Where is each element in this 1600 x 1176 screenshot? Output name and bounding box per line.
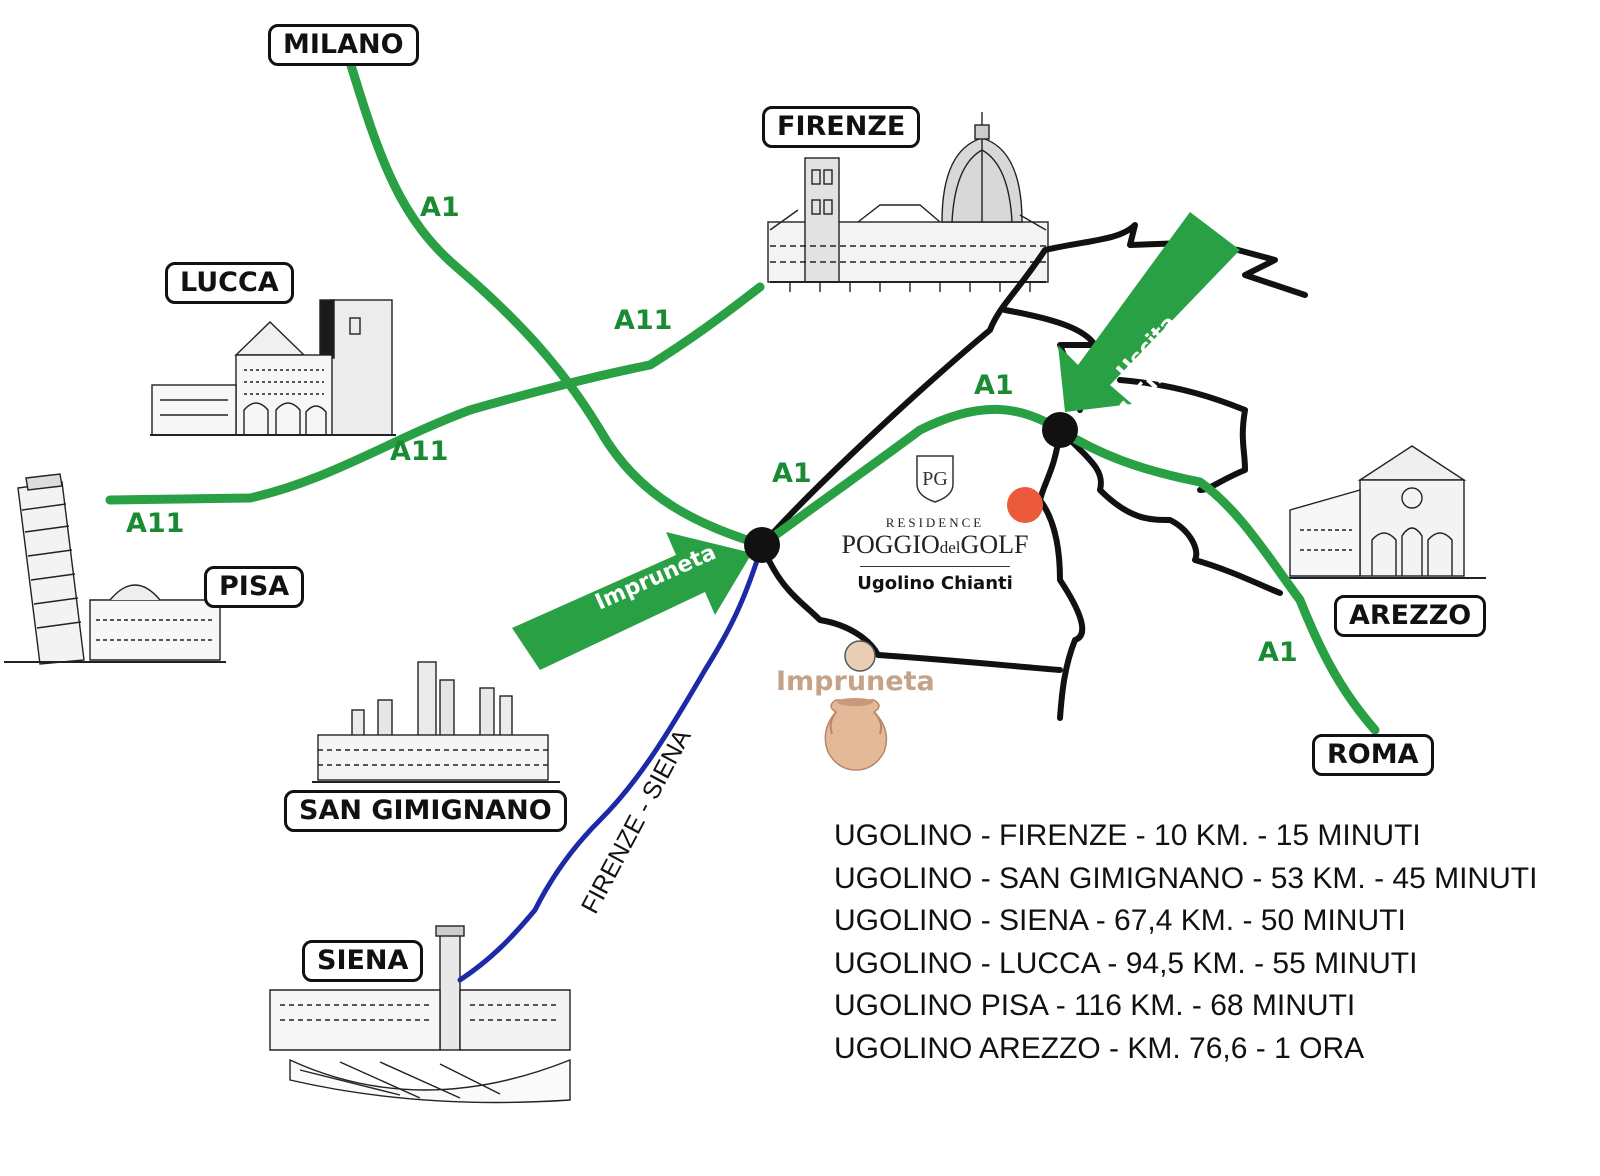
city-label-lucca: LUCCA xyxy=(165,262,294,304)
place-label-impruneta: Impruneta xyxy=(776,666,935,697)
distance-row: UGOLINO - FIRENZE - 10 KM. - 15 MINUTI xyxy=(834,819,1421,852)
road-label-a1-east: A1 xyxy=(974,370,1014,401)
a1-south-road xyxy=(757,404,1380,735)
distance-row: UGOLINO - LUCCA - 94,5 KM. - 55 MINUTI xyxy=(834,946,1418,980)
a1-north-road xyxy=(345,57,767,550)
city-label-arezzo: AREZZO xyxy=(1334,595,1487,637)
lucca-cathedral-icon xyxy=(150,299,396,436)
distance-row: UGOLINO - SIENA - 67,4 KM. - 50 MINUTI xyxy=(834,904,1406,938)
brand-location: Ugolino Chianti xyxy=(857,573,1013,594)
city-label-san-gimignano: SAN GIMIGNANO xyxy=(284,790,567,832)
road-label-a11-pisa: A11 xyxy=(126,508,185,539)
road-label-a11-lucca: A11 xyxy=(390,436,449,467)
distance-row: UGOLINO AREZZO - KM. 76,6 - 1 ORA xyxy=(834,1031,1365,1065)
pg-monogram-shield-icon: PG xyxy=(916,455,954,503)
firenze-sud-exit-arrow-icon xyxy=(1058,212,1240,412)
a11-road xyxy=(105,282,765,505)
road-label-a11-firenze: A11 xyxy=(614,305,673,336)
firenze-skyline-icon xyxy=(767,112,1049,292)
arezzo-church-icon xyxy=(1280,445,1486,579)
terracotta-jar-icon xyxy=(824,698,888,771)
brand-name: POGGIOdelGOLF xyxy=(841,530,1029,559)
city-label-milano: MILANO xyxy=(268,24,419,66)
poggio-del-golf-brand: PG RESIDENCE POGGIOdelGOLF Ugolino Chian… xyxy=(810,452,1060,594)
brand-divider xyxy=(860,566,1010,567)
road-label-a1-junction: A1 xyxy=(772,458,812,489)
city-label-pisa: PISA xyxy=(204,566,305,608)
impruneta-marker-icon xyxy=(844,640,876,672)
road-label-a1-north: A1 xyxy=(420,192,460,223)
city-label-siena: SIENA xyxy=(302,940,424,982)
distance-row: UGOLINO PISA - 116 KM. - 68 MINUTI xyxy=(834,989,1356,1023)
siena-piazza-icon xyxy=(269,925,571,1104)
ugolino-destination-marker-icon xyxy=(1007,487,1043,523)
city-label-firenze: FIRENZE xyxy=(762,106,921,148)
brand-residence: RESIDENCE xyxy=(885,515,985,530)
junction-a1-impruneta-icon xyxy=(744,527,780,563)
city-label-roma: ROMA xyxy=(1312,734,1434,776)
san-gimignano-towers-icon xyxy=(312,661,560,783)
pisa-tower-icon xyxy=(4,473,226,665)
impruneta-exit-arrow-icon xyxy=(512,532,752,670)
distance-row: UGOLINO - SAN GIMIGNANO - 53 KM. - 45 MI… xyxy=(834,861,1538,895)
junction-a1-firenze-sud-icon xyxy=(1042,412,1078,448)
firenze-siena-road xyxy=(457,542,765,983)
road-label-a1-south: A1 xyxy=(1258,637,1298,668)
motorways xyxy=(105,57,1380,735)
svg-text:PG: PG xyxy=(922,468,948,490)
distance-list: UGOLINO - FIRENZE - 10 KM. - 15 MINUTI U… xyxy=(834,815,1537,1071)
